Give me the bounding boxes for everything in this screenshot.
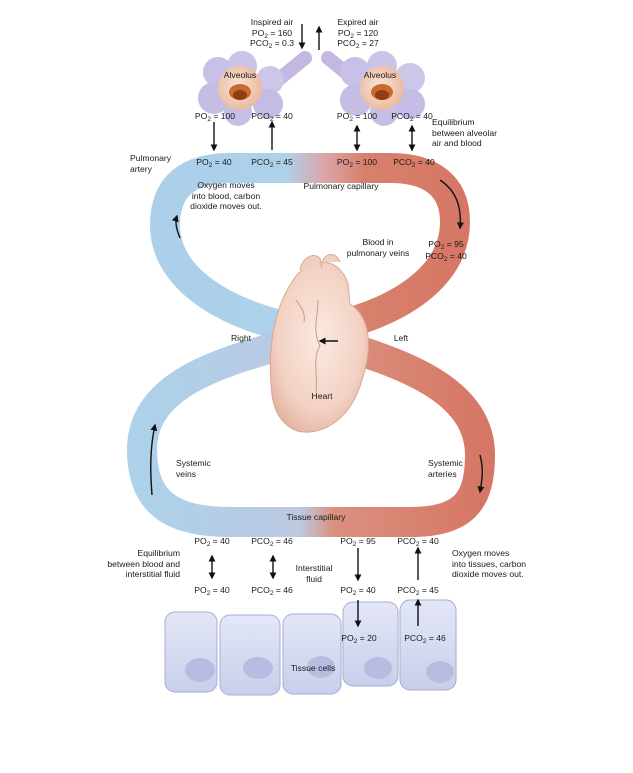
pulmonary-circuit (149, 153, 471, 345)
inspired-air-title: Inspired air (250, 17, 294, 27)
left-side-label: Left (393, 333, 409, 343)
tissue-capillary-pco2-arterial: PCO2 = 40 (397, 536, 439, 548)
tissue-capillary-po2-venous: PO2 = 40 (194, 536, 230, 548)
expired-po2: PO2 = 120 (337, 27, 379, 40)
interstitial-pco2-left: PCO2 = 46 (251, 585, 293, 597)
alveolar-pco2-left: PCO2 = 40 (251, 111, 293, 123)
pulmonary-artery-po2: PO2 = 40 (196, 157, 232, 169)
alveolus-right (321, 51, 425, 126)
heart (269, 254, 369, 433)
heart-label: Heart (311, 391, 333, 401)
pulmonary-vein-po2: PO2 = 100 (336, 157, 378, 169)
alveolus-right-label: Alveolus (363, 70, 397, 80)
interstitial-pco2-right: PCO2 = 45 (397, 585, 439, 597)
inspired-po2: PO2 = 160 (251, 27, 293, 40)
inspired-air-block: Inspired air PO2 = 160 PCO2 = 0.3 (244, 17, 300, 50)
expired-air-block: Expired air PO2 = 120 PCO2 = 27 (326, 17, 390, 50)
pulmonary-vein-pco2: PCO2 = 40 (393, 157, 435, 169)
interstitial-po2-left: PO2 = 40 (194, 585, 230, 597)
alveolar-pco2-right: PCO2 = 40 (391, 111, 433, 123)
cell-pco2: PCO2 = 46 (404, 633, 446, 645)
cell-po2: PO2 = 20 (341, 633, 377, 645)
pulmonary-veins-po2: PO2 = 95 (428, 239, 464, 251)
right-side-label: Right (230, 333, 252, 343)
pulmonary-artery-pco2: PCO2 = 45 (251, 157, 293, 169)
tissue-cells (164, 599, 457, 696)
inspired-pco2: PCO2 = 0.3 (250, 38, 294, 50)
alveolar-po2-right: PO2 = 100 (336, 111, 378, 123)
alveolus-left (198, 51, 312, 126)
tissue-capillary-po2-arterial: PO2 = 95 (340, 536, 376, 548)
tissue-capillary-pco2-venous: PCO2 = 46 (251, 536, 293, 548)
interstitial-po2-right: PO2 = 40 (340, 585, 376, 597)
expired-air-title: Expired air (337, 17, 379, 27)
alveolus-left-label: Alveolus (223, 70, 257, 80)
tissue-cells-label: Tissue cells (290, 663, 336, 673)
flow-arrows (150, 24, 485, 628)
systemic-circuit (126, 325, 496, 537)
pulmonary-capillary-label: Pulmonary capillary (303, 181, 379, 191)
alveolar-po2-left: PO2 = 100 (194, 111, 236, 123)
tissue-capillary-label: Tissue capillary (286, 512, 346, 522)
pulmonary-veins-pco2: PCO2 = 40 (425, 251, 467, 263)
expired-pco2: PCO2 = 27 (337, 38, 379, 50)
